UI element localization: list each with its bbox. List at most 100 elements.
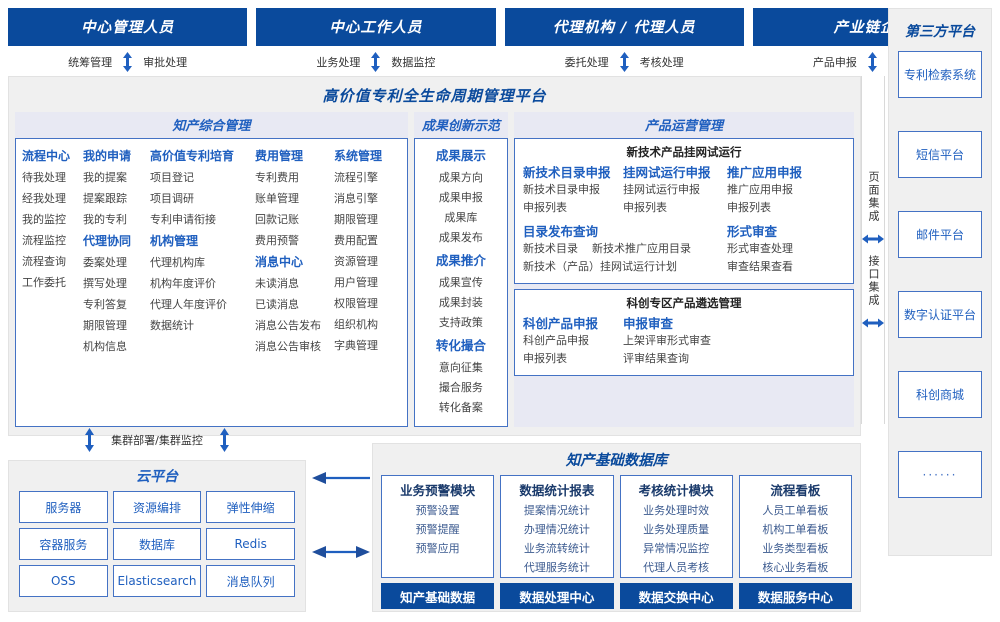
menu-head[interactable]: 挂网试运行申报: [623, 165, 711, 180]
db-foot-base-data[interactable]: 知产基础数据: [381, 583, 495, 609]
third-party-item-more[interactable]: ······: [898, 451, 982, 498]
menu-item[interactable]: 代理人年度评价: [150, 298, 227, 311]
menu-item[interactable]: 费用预警: [255, 234, 299, 247]
third-party-item-digital-cert[interactable]: 数字认证平台: [898, 291, 982, 338]
db-item[interactable]: 业务处理时效: [643, 504, 710, 517]
db-foot-service-center[interactable]: 数据服务中心: [738, 583, 852, 609]
menu-item[interactable]: 数据统计: [150, 319, 194, 332]
db-foot-exchange-center[interactable]: 数据交换中心: [619, 583, 733, 609]
menu-item[interactable]: 成果发布: [438, 231, 483, 244]
menu-head[interactable]: 系统管理: [334, 149, 383, 163]
db-item[interactable]: 异常情况监控: [643, 542, 710, 555]
menu-item[interactable]: 消息公告审核: [255, 340, 321, 353]
menu-item[interactable]: 未读消息: [255, 277, 299, 290]
menu-head[interactable]: 代理协同: [83, 234, 132, 248]
menu-head[interactable]: 成果展示: [435, 148, 486, 163]
menu-item[interactable]: 消息引擎: [334, 192, 378, 205]
menu-item[interactable]: 上架评审形式审查: [623, 334, 711, 347]
menu-item[interactable]: 挂网试运行申报: [623, 183, 700, 196]
menu-item[interactable]: 科创产品申报: [523, 334, 589, 347]
cloud-cell-message-queue[interactable]: 消息队列: [206, 565, 295, 597]
menu-item[interactable]: 工作委托: [22, 276, 66, 289]
cloud-cell-server[interactable]: 服务器: [19, 491, 108, 523]
menu-item[interactable]: 机构信息: [83, 340, 127, 353]
menu-item[interactable]: 代理机构库: [150, 256, 205, 269]
menu-item[interactable]: 转化备案: [438, 401, 483, 414]
menu-item[interactable]: 字典管理: [334, 339, 378, 352]
menu-item[interactable]: 专利答复: [83, 298, 127, 311]
menu-item[interactable]: 我的专利: [83, 213, 127, 226]
menu-item[interactable]: 用户管理: [334, 276, 378, 289]
menu-item[interactable]: 申报列表: [623, 201, 667, 214]
menu-item[interactable]: 意向征集: [438, 361, 483, 374]
menu-head[interactable]: 消息中心: [255, 255, 304, 269]
menu-head[interactable]: 申报审查: [623, 316, 674, 331]
cloud-cell-elastic-scaling[interactable]: 弹性伸缩: [206, 491, 295, 523]
menu-head[interactable]: 转化撮合: [435, 338, 486, 353]
menu-item[interactable]: 项目登记: [150, 171, 194, 184]
menu-item[interactable]: 项目调研: [150, 192, 194, 205]
menu-item[interactable]: 流程监控: [22, 234, 66, 247]
menu-item[interactable]: 期限管理: [334, 213, 378, 226]
menu-item[interactable]: 支持政策: [438, 316, 483, 329]
menu-head[interactable]: 新技术目录申报: [523, 165, 611, 180]
menu-item[interactable]: 申报列表: [523, 201, 567, 214]
menu-item[interactable]: 专利申请衔接: [150, 213, 216, 226]
third-party-item-sms[interactable]: 短信平台: [898, 131, 982, 178]
menu-item[interactable]: 成果申报: [438, 191, 483, 204]
db-item[interactable]: 办理情况统计: [523, 523, 590, 536]
menu-item[interactable]: 撰写处理: [83, 277, 127, 290]
menu-item[interactable]: 新技术（产品）挂网试运行计划: [523, 260, 677, 273]
menu-item[interactable]: 新技术目录: [523, 242, 578, 255]
menu-item[interactable]: 专利费用: [255, 171, 299, 184]
menu-item[interactable]: 新技术推广应用目录: [592, 242, 691, 255]
menu-head[interactable]: 费用管理: [255, 149, 304, 163]
menu-item[interactable]: 我的监控: [22, 213, 66, 226]
cloud-cell-oss[interactable]: OSS: [19, 565, 108, 597]
db-item[interactable]: 代理人员考核: [643, 561, 710, 574]
menu-item[interactable]: 成果宣传: [438, 276, 483, 289]
menu-item[interactable]: 消息公告发布: [255, 319, 321, 332]
menu-item[interactable]: 评审结果查询: [623, 352, 689, 365]
menu-item[interactable]: 新技术目录申报: [523, 183, 600, 196]
menu-item[interactable]: 审查结果查看: [727, 260, 793, 273]
menu-item[interactable]: 委案处理: [83, 256, 127, 269]
menu-item[interactable]: 形式审查处理: [727, 242, 793, 255]
third-party-item-email[interactable]: 邮件平台: [898, 211, 982, 258]
menu-item[interactable]: 成果封装: [438, 296, 483, 309]
menu-head[interactable]: 推广应用申报: [727, 165, 803, 180]
db-item[interactable]: 机构工单看板: [762, 523, 829, 536]
third-party-item-kechuang-mall[interactable]: 科创商城: [898, 371, 982, 418]
db-item[interactable]: 人员工单看板: [762, 504, 829, 517]
menu-head[interactable]: 科创产品申报: [523, 316, 599, 331]
menu-head[interactable]: 形式审查: [727, 224, 778, 239]
db-item[interactable]: 业务处理质量: [643, 523, 710, 536]
menu-item[interactable]: 回款记账: [255, 213, 299, 226]
menu-item[interactable]: 期限管理: [83, 319, 127, 332]
menu-head[interactable]: 成果推介: [435, 253, 486, 268]
menu-item[interactable]: 账单管理: [255, 192, 299, 205]
menu-item[interactable]: 机构年度评价: [150, 277, 216, 290]
cloud-cell-elasticsearch[interactable]: Elasticsearch: [112, 565, 202, 597]
cloud-cell-orchestration[interactable]: 资源编排: [112, 491, 202, 523]
cloud-cell-database[interactable]: 数据库: [112, 528, 202, 560]
menu-item[interactable]: 待我处理: [22, 171, 66, 184]
third-party-item-patent-search[interactable]: 专利检索系统: [898, 51, 982, 98]
db-item[interactable]: 提案情况统计: [523, 504, 590, 517]
menu-item[interactable]: 权限管理: [334, 297, 378, 310]
menu-item[interactable]: 流程引擎: [334, 171, 378, 184]
menu-item[interactable]: 撮合服务: [438, 381, 483, 394]
menu-item[interactable]: 组织机构: [334, 318, 378, 331]
cloud-cell-container[interactable]: 容器服务: [19, 528, 108, 560]
menu-head[interactable]: 流程中心: [22, 149, 71, 163]
menu-item[interactable]: 经我处理: [22, 192, 66, 205]
db-item[interactable]: 预警应用: [415, 542, 460, 555]
menu-item[interactable]: 申报列表: [523, 352, 567, 365]
menu-item[interactable]: 已读消息: [255, 298, 299, 311]
menu-item[interactable]: 资源管理: [334, 255, 378, 268]
db-item[interactable]: 业务类型看板: [762, 542, 829, 555]
menu-head[interactable]: 机构管理: [150, 234, 199, 248]
menu-item[interactable]: 费用配置: [334, 234, 378, 247]
db-item[interactable]: 预警设置: [415, 504, 460, 517]
menu-head[interactable]: 目录发布查询: [523, 224, 599, 239]
